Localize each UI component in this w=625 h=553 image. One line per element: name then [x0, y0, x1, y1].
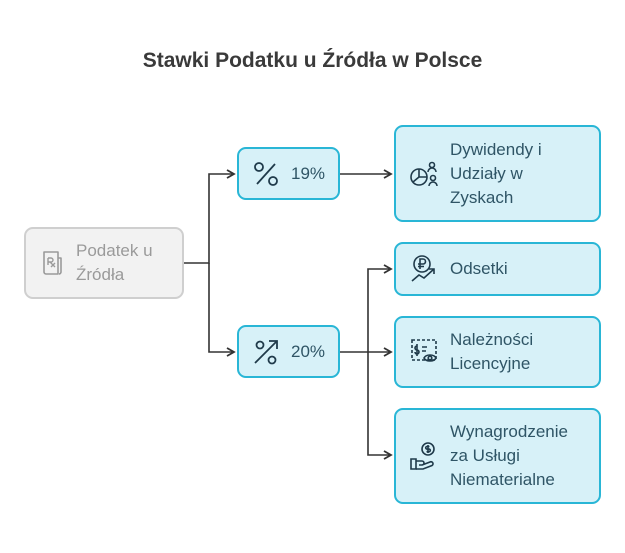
item-naleznosci: Należności Licencyjne — [394, 316, 601, 388]
percent-icon — [251, 160, 281, 188]
item-wynagrodzenie: Wynagrodzenie za Usługi Niematerialne — [394, 408, 601, 504]
rate-node-19: 19% — [237, 147, 340, 200]
ruble-coin-growth-icon — [408, 254, 440, 284]
item-label-odsetki: Odsetki — [450, 259, 508, 278]
item-label-wynagrodzenie: Wynagrodzenie za Usługi Niematerialne — [450, 422, 568, 489]
prescription-doc-icon — [38, 249, 68, 277]
edge-root-19 — [183, 169, 236, 264]
item-odsetki: Odsetki — [394, 242, 601, 296]
item-label-dywidendy: Dywidendy i Udziały w Zyskach — [450, 139, 542, 207]
item-dywidendy: Dywidendy i Udziały w Zyskach — [394, 125, 601, 222]
pie-chart-people-icon — [408, 158, 440, 190]
rate-node-20: 20% — [237, 325, 340, 378]
percent-trend-icon — [251, 338, 281, 366]
root-label: Podatek u Źródła — [76, 241, 153, 284]
edge-root-20 — [208, 263, 236, 357]
rate-label-20: 20% — [291, 341, 326, 361]
item-label-naleznosci: Należności Licencyjne — [450, 330, 534, 373]
edge-20-odsetki — [367, 264, 393, 352]
hand-coin-icon — [408, 440, 440, 472]
diagram-title: Stawki Podatku u Źródła w Polsce — [142, 49, 483, 72]
root-node: Podatek u Źródła — [24, 227, 184, 299]
rate-label-19: 19% — [291, 163, 326, 183]
license-cert-icon — [408, 336, 440, 368]
edge-20-wynagrodzenie — [367, 352, 393, 460]
